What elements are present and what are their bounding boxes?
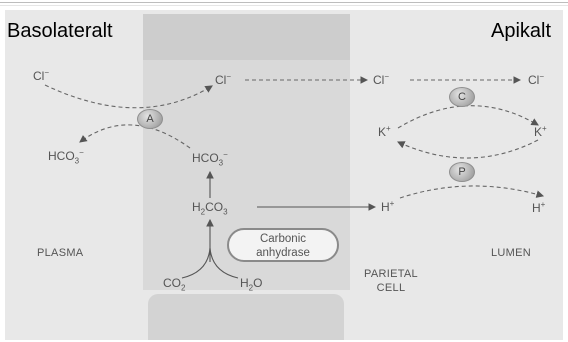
top-divider-secondary <box>0 5 568 6</box>
carbonic-anhydrase-label: Carbonic anhydrase <box>227 228 339 262</box>
anion-exchanger-marker: A <box>137 109 163 129</box>
hco3-plasma-label: HCO3− <box>48 148 84 166</box>
enzyme-line-2: anhydrase <box>256 247 310 259</box>
top-divider <box>0 2 568 3</box>
cl-apical-label: Cl− <box>373 72 390 87</box>
k-cell-label: K+ <box>378 124 391 139</box>
h-lumen-label: H+ <box>532 200 546 215</box>
parietal-line-2: CELL <box>376 282 406 294</box>
parietal-line-1: PARIETAL <box>364 268 418 280</box>
cl-lumen-label: Cl− <box>528 72 545 87</box>
parietal-cell-bottom <box>148 294 344 340</box>
h2o-label: H2O <box>240 276 263 293</box>
lumen-label: LUMEN <box>491 247 532 259</box>
basolateral-label: Basolateralt <box>7 20 113 42</box>
proton-pump-marker: P <box>449 162 475 182</box>
co2-label: CO2 <box>163 276 186 293</box>
apical-label: Apikalt <box>491 20 552 42</box>
cl-cell-label: Cl− <box>215 72 232 87</box>
cl-plasma-label: Cl− <box>33 68 50 83</box>
h2co3-label: H2CO3 <box>192 200 228 217</box>
plasma-label: PLASMA <box>37 247 84 259</box>
k-lumen-label: K+ <box>534 124 547 139</box>
enzyme-line-1: Carbonic <box>259 233 307 245</box>
h-cell-label: H+ <box>381 199 395 214</box>
parietal-cell-label: PARIETAL CELL <box>356 267 426 295</box>
hco3-cell-label: HCO3− <box>192 150 228 168</box>
chloride-channel-marker: C <box>449 87 475 107</box>
